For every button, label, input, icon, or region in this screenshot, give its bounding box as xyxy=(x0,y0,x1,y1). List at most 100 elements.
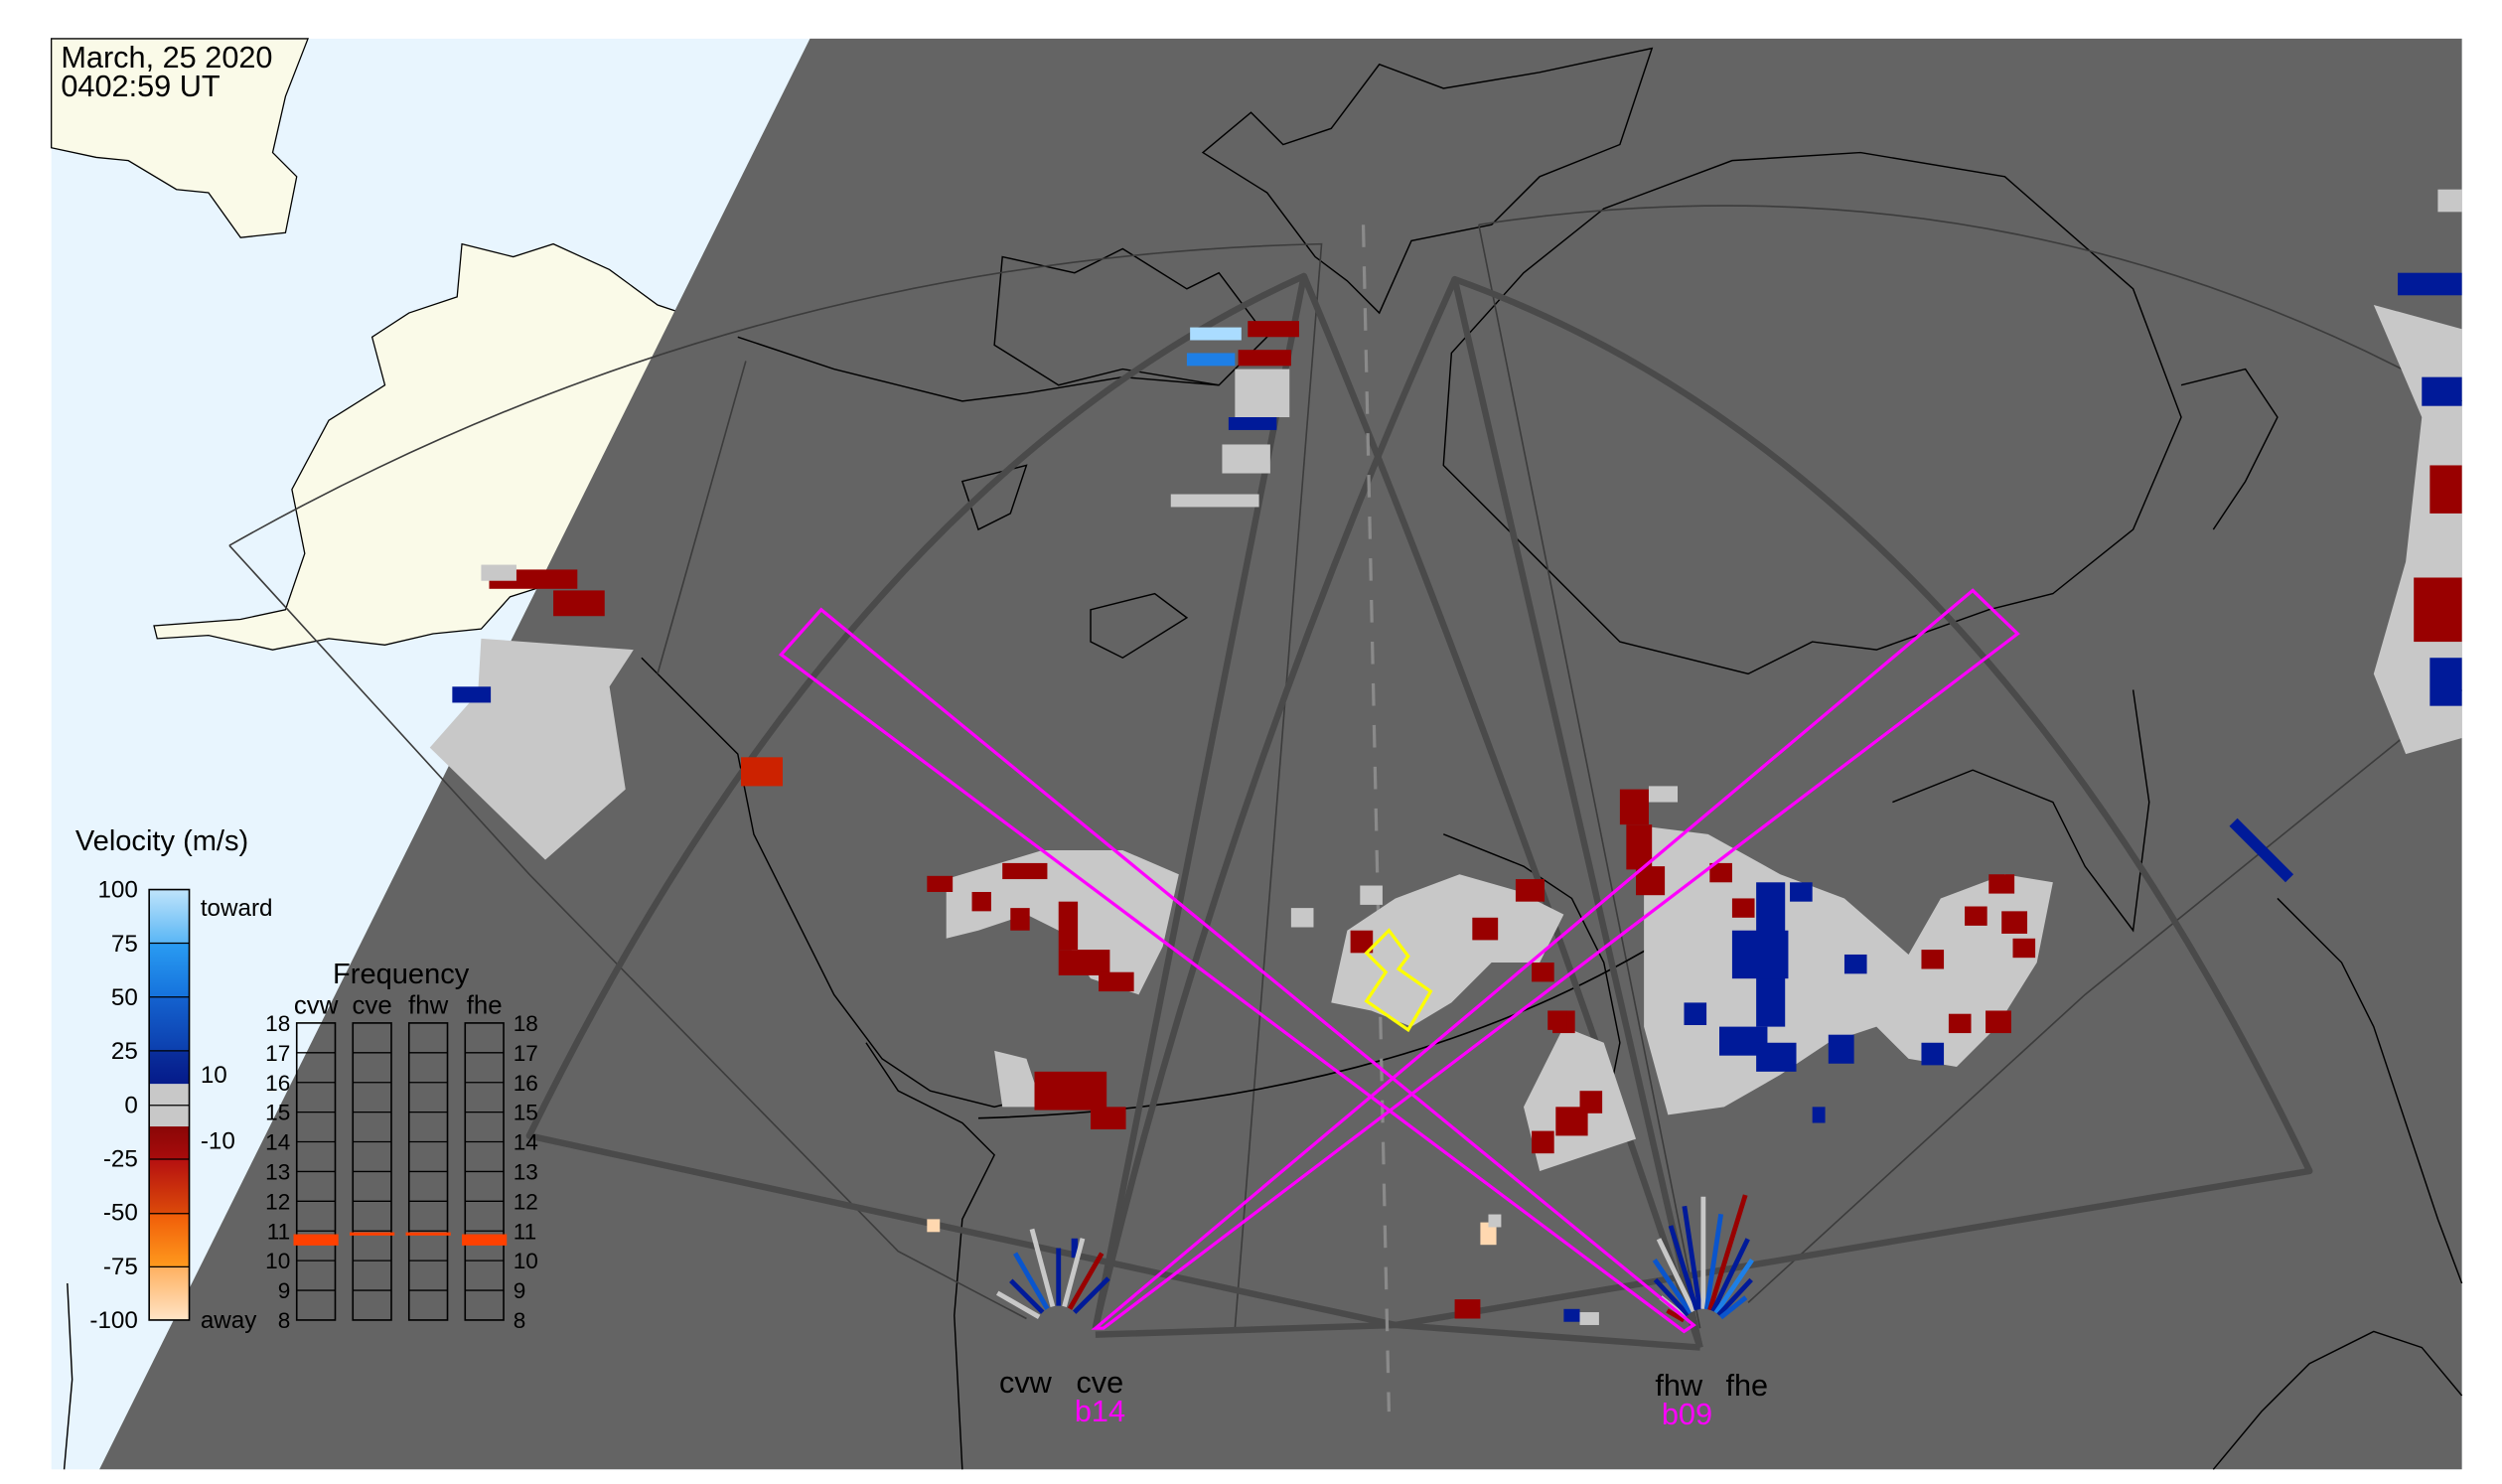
beam-fhw-b09 xyxy=(779,607,1696,1334)
velocity-cell xyxy=(1619,789,1649,825)
gs-upper-label: 10 xyxy=(201,1062,227,1089)
frequency-radar-fhw: fhw xyxy=(408,992,449,1020)
velocity-cell xyxy=(1099,971,1134,992)
velocity-cell xyxy=(1058,901,1079,951)
frequency-tick-left: 13 xyxy=(265,1160,290,1185)
colorbar-tick: 50 xyxy=(111,984,138,1011)
velocity-cell xyxy=(1235,369,1290,418)
velocity-cell xyxy=(1684,1002,1707,1026)
velocity-cell xyxy=(1091,1107,1126,1129)
frequency-tick-right: 9 xyxy=(514,1278,526,1303)
frequency-tick-left: 9 xyxy=(278,1278,291,1303)
velocity-cell xyxy=(1010,908,1030,931)
colorbar-tick: 100 xyxy=(97,877,137,904)
frequency-tick-right: 17 xyxy=(514,1041,538,1066)
colorbar-tick: 25 xyxy=(111,1038,138,1065)
velocity-cell xyxy=(1812,1107,1826,1123)
beam-label-fhw: b09 xyxy=(1662,1397,1712,1431)
frequency-tick-right: 10 xyxy=(514,1249,538,1273)
velocity-cell xyxy=(1472,917,1499,941)
velocity-cell xyxy=(1965,906,1987,926)
frequency-tick-left: 10 xyxy=(265,1249,290,1273)
velocity-cell xyxy=(2414,577,2462,643)
frequency-marker-cvw xyxy=(293,1234,339,1246)
velocity-cell xyxy=(1002,862,1048,880)
frequency-tick-right: 15 xyxy=(514,1101,538,1125)
map-plot-area xyxy=(51,38,2463,1470)
velocity-cell xyxy=(1986,1010,2011,1034)
colorbar-tick: -75 xyxy=(103,1254,138,1280)
frequency-radar-cve: cve xyxy=(353,992,392,1020)
frequency-column-cvw xyxy=(293,1022,339,1321)
velocity-cell xyxy=(1360,885,1383,905)
velocity-cell xyxy=(1058,950,1110,975)
velocity-cell xyxy=(2001,911,2028,934)
velocity-cell xyxy=(1238,350,1291,367)
frequency-tick-left: 15 xyxy=(265,1101,290,1125)
colorbar-tick: -100 xyxy=(89,1307,137,1334)
velocity-cell xyxy=(1170,494,1259,508)
frequency-tick-left: 8 xyxy=(278,1308,291,1333)
frequency-tick-left: 16 xyxy=(265,1071,290,1096)
velocity-cell xyxy=(553,794,586,817)
radar-label-fhe: fhe xyxy=(1725,1368,1768,1403)
frequency-tick-right: 11 xyxy=(514,1219,536,1244)
velocity-cell xyxy=(1532,963,1554,982)
velocity-cell xyxy=(2429,658,2462,706)
radar-label-cvw: cvw xyxy=(999,1365,1053,1400)
near-range-cell xyxy=(1707,1194,1748,1311)
velocity-cell xyxy=(1222,444,1270,474)
velocity-cell xyxy=(1948,1013,1972,1034)
velocity-cell-region xyxy=(994,1050,1043,1108)
velocity-cell-region xyxy=(1331,874,1564,1027)
away-label: away xyxy=(201,1307,257,1334)
velocity-cell xyxy=(2437,189,2462,213)
near-range-cell xyxy=(1716,1277,1753,1317)
velocity-cell xyxy=(1034,1071,1107,1111)
velocity-cell xyxy=(927,875,954,892)
velocity-cell xyxy=(1350,930,1374,954)
near-range-cell xyxy=(1713,1259,1754,1315)
velocity-cell xyxy=(1515,879,1545,902)
velocity-cell xyxy=(927,1219,941,1233)
frequency-tick-right: 13 xyxy=(514,1160,538,1185)
near-range-cell xyxy=(1656,1238,1696,1313)
velocity-cell xyxy=(1709,862,1732,883)
frequency-marker-fhw xyxy=(405,1232,451,1236)
velocity-cell xyxy=(1228,417,1277,430)
velocity-cell xyxy=(1186,353,1236,367)
velocity-cell xyxy=(741,757,783,787)
velocity-cell xyxy=(2012,938,2036,959)
near-range-cell xyxy=(1682,1205,1702,1310)
toward-label: toward xyxy=(201,895,273,922)
near-range-cell xyxy=(1009,1278,1045,1314)
near-range-cell xyxy=(1668,1225,1699,1311)
gs-lower-label: -10 xyxy=(201,1127,235,1154)
time-label: 0402:59 UT xyxy=(61,69,221,103)
frequency-radar-fhe: fhe xyxy=(467,992,503,1020)
frequency-tick-left: 12 xyxy=(265,1189,290,1214)
velocity-cell-region xyxy=(2373,304,2462,755)
near-range-cell xyxy=(1703,1213,1724,1310)
velocity-cells xyxy=(429,189,2462,1325)
velocity-cell xyxy=(1190,327,1242,341)
velocity-cell xyxy=(971,891,991,912)
near-range-cell xyxy=(1719,1295,1748,1320)
velocity-cell xyxy=(1921,950,1945,969)
frequency-radar-cvw: cvw xyxy=(294,992,339,1020)
velocity-cell xyxy=(1480,1222,1497,1246)
velocity-cell xyxy=(1921,1042,1945,1066)
near-range-cell xyxy=(1710,1238,1750,1313)
fov-outlines-thin xyxy=(228,205,2463,1329)
frequency-marker-fhe xyxy=(462,1234,508,1246)
velocity-cell-region xyxy=(2229,817,2294,883)
frequency-column-cve xyxy=(350,1022,395,1321)
velocity-cell xyxy=(553,590,605,617)
frequency-title: Frequency xyxy=(333,959,470,990)
velocity-cell xyxy=(2429,465,2462,514)
velocity-cell xyxy=(1648,786,1679,803)
velocity-cell xyxy=(481,564,516,581)
velocity-cell xyxy=(1563,1308,1580,1322)
